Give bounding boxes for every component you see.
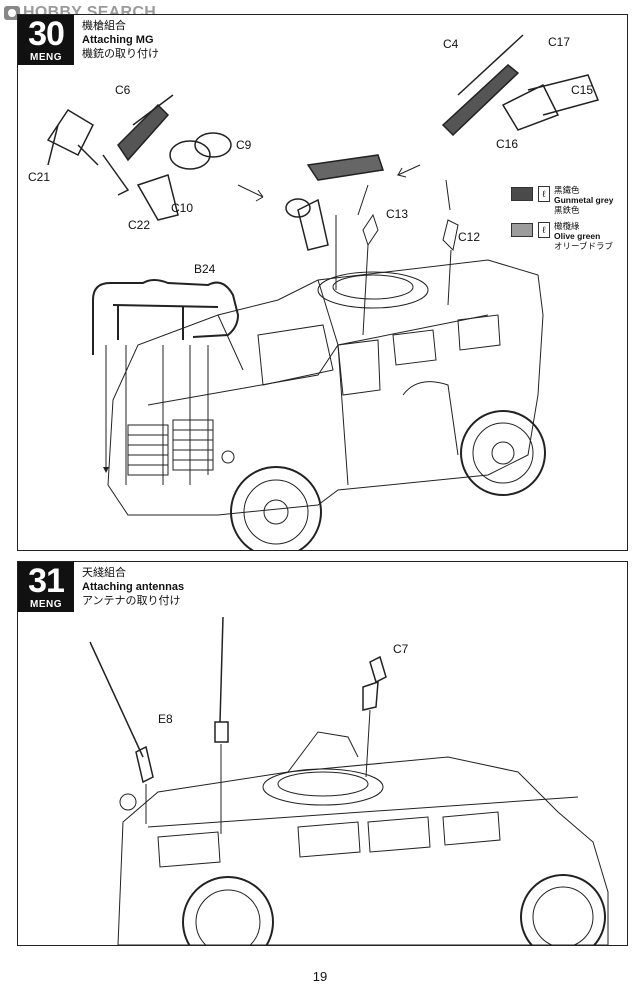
step-30-badge: 30 MENG [18,15,74,65]
step-31-badge: 31 MENG [18,562,74,612]
title-en: Attaching MG [82,34,154,46]
legend-gunmetal-cn: 黑鐵色 [554,185,580,195]
paint-icon: ℓ [538,222,550,238]
antenna-left [89,641,154,784]
part-label-c10: C10 [171,201,194,215]
legend-olive-en: Olive green [554,231,601,241]
part-label-c21: C21 [28,170,51,184]
brand-logo: MENG [30,599,62,610]
grille [127,419,214,476]
rear-wheel [520,874,606,945]
title-jp: 機銃の取り付け [82,48,159,60]
step-number: 30 [28,15,65,53]
paint-icon: ℓ [538,186,550,202]
brand-logo: MENG [30,52,62,63]
part-label-c15: C15 [571,83,594,97]
part-label-c13: C13 [386,207,409,221]
part-label-c4: C4 [443,37,459,51]
title-jp: アンテナの取り付け [82,595,181,607]
title-cn: 天綫組合 [82,567,126,579]
title-en: Attaching antennas [82,581,185,593]
vehicle-body [117,756,609,945]
legend-olive-cn: 橄欖綠 [554,221,580,231]
part-label-b24: B24 [194,262,216,276]
legend-gunmetal-en: Gunmetal grey [554,195,614,205]
title-cn: 機槍組合 [82,20,126,32]
mg-assembly-left [46,94,232,221]
part-label-c12: C12 [458,230,481,244]
gunmetal-swatch [511,187,533,201]
vehicle-body [107,259,544,516]
step-31-illustration [89,616,609,945]
windshield [257,324,334,386]
arrow-1 [237,184,264,202]
step-30-title: 機槍組合 Attaching MG 機銃の取り付け [82,19,159,61]
legend-gunmetal-jp: 黒鉄色 [554,205,580,215]
page-number: 19 [312,969,328,984]
arrow-2 [396,164,421,178]
step-30-panel: 30 MENG 機槍組合 Attaching MG 機銃の取り付け [17,14,628,551]
antenna-center [214,616,229,743]
part-label-c7: C7 [393,642,409,656]
brush-guard-b24 [92,279,240,355]
step-30-illustration [46,34,600,550]
part-label-c9: C9 [236,138,252,152]
part-label-e8: E8 [158,712,173,726]
mg-assembly-right [441,34,600,137]
legend-olive-jp: オリーブドラブ [554,241,613,251]
step-31-panel: 31 MENG 天綫組合 Attaching antennas アンテナの取り付… [17,561,628,946]
rear-wheel [460,410,546,496]
front-wheel [230,466,322,550]
mg-mount-center [285,154,384,251]
step-31-title: 天綫組合 Attaching antennas アンテナの取り付け [82,566,184,608]
part-label-c6: C6 [115,83,131,97]
antenna-base-c7 [362,655,387,711]
antenna-base-c12 [442,179,459,252]
front-wheel [182,876,274,945]
legend-olive: 橄欖綠 Olive green オリーブドラブ [554,221,613,251]
antenna-base-c13 [357,184,379,247]
part-label-c16: C16 [496,137,519,151]
hobby-search-logo-icon [4,6,20,20]
part-label-c22: C22 [128,218,151,232]
legend-gunmetal: 黑鐵色 Gunmetal grey 黒鉄色 [554,185,614,215]
olive-swatch [511,223,533,237]
part-label-c17: C17 [548,35,571,49]
step-number: 31 [28,562,65,600]
